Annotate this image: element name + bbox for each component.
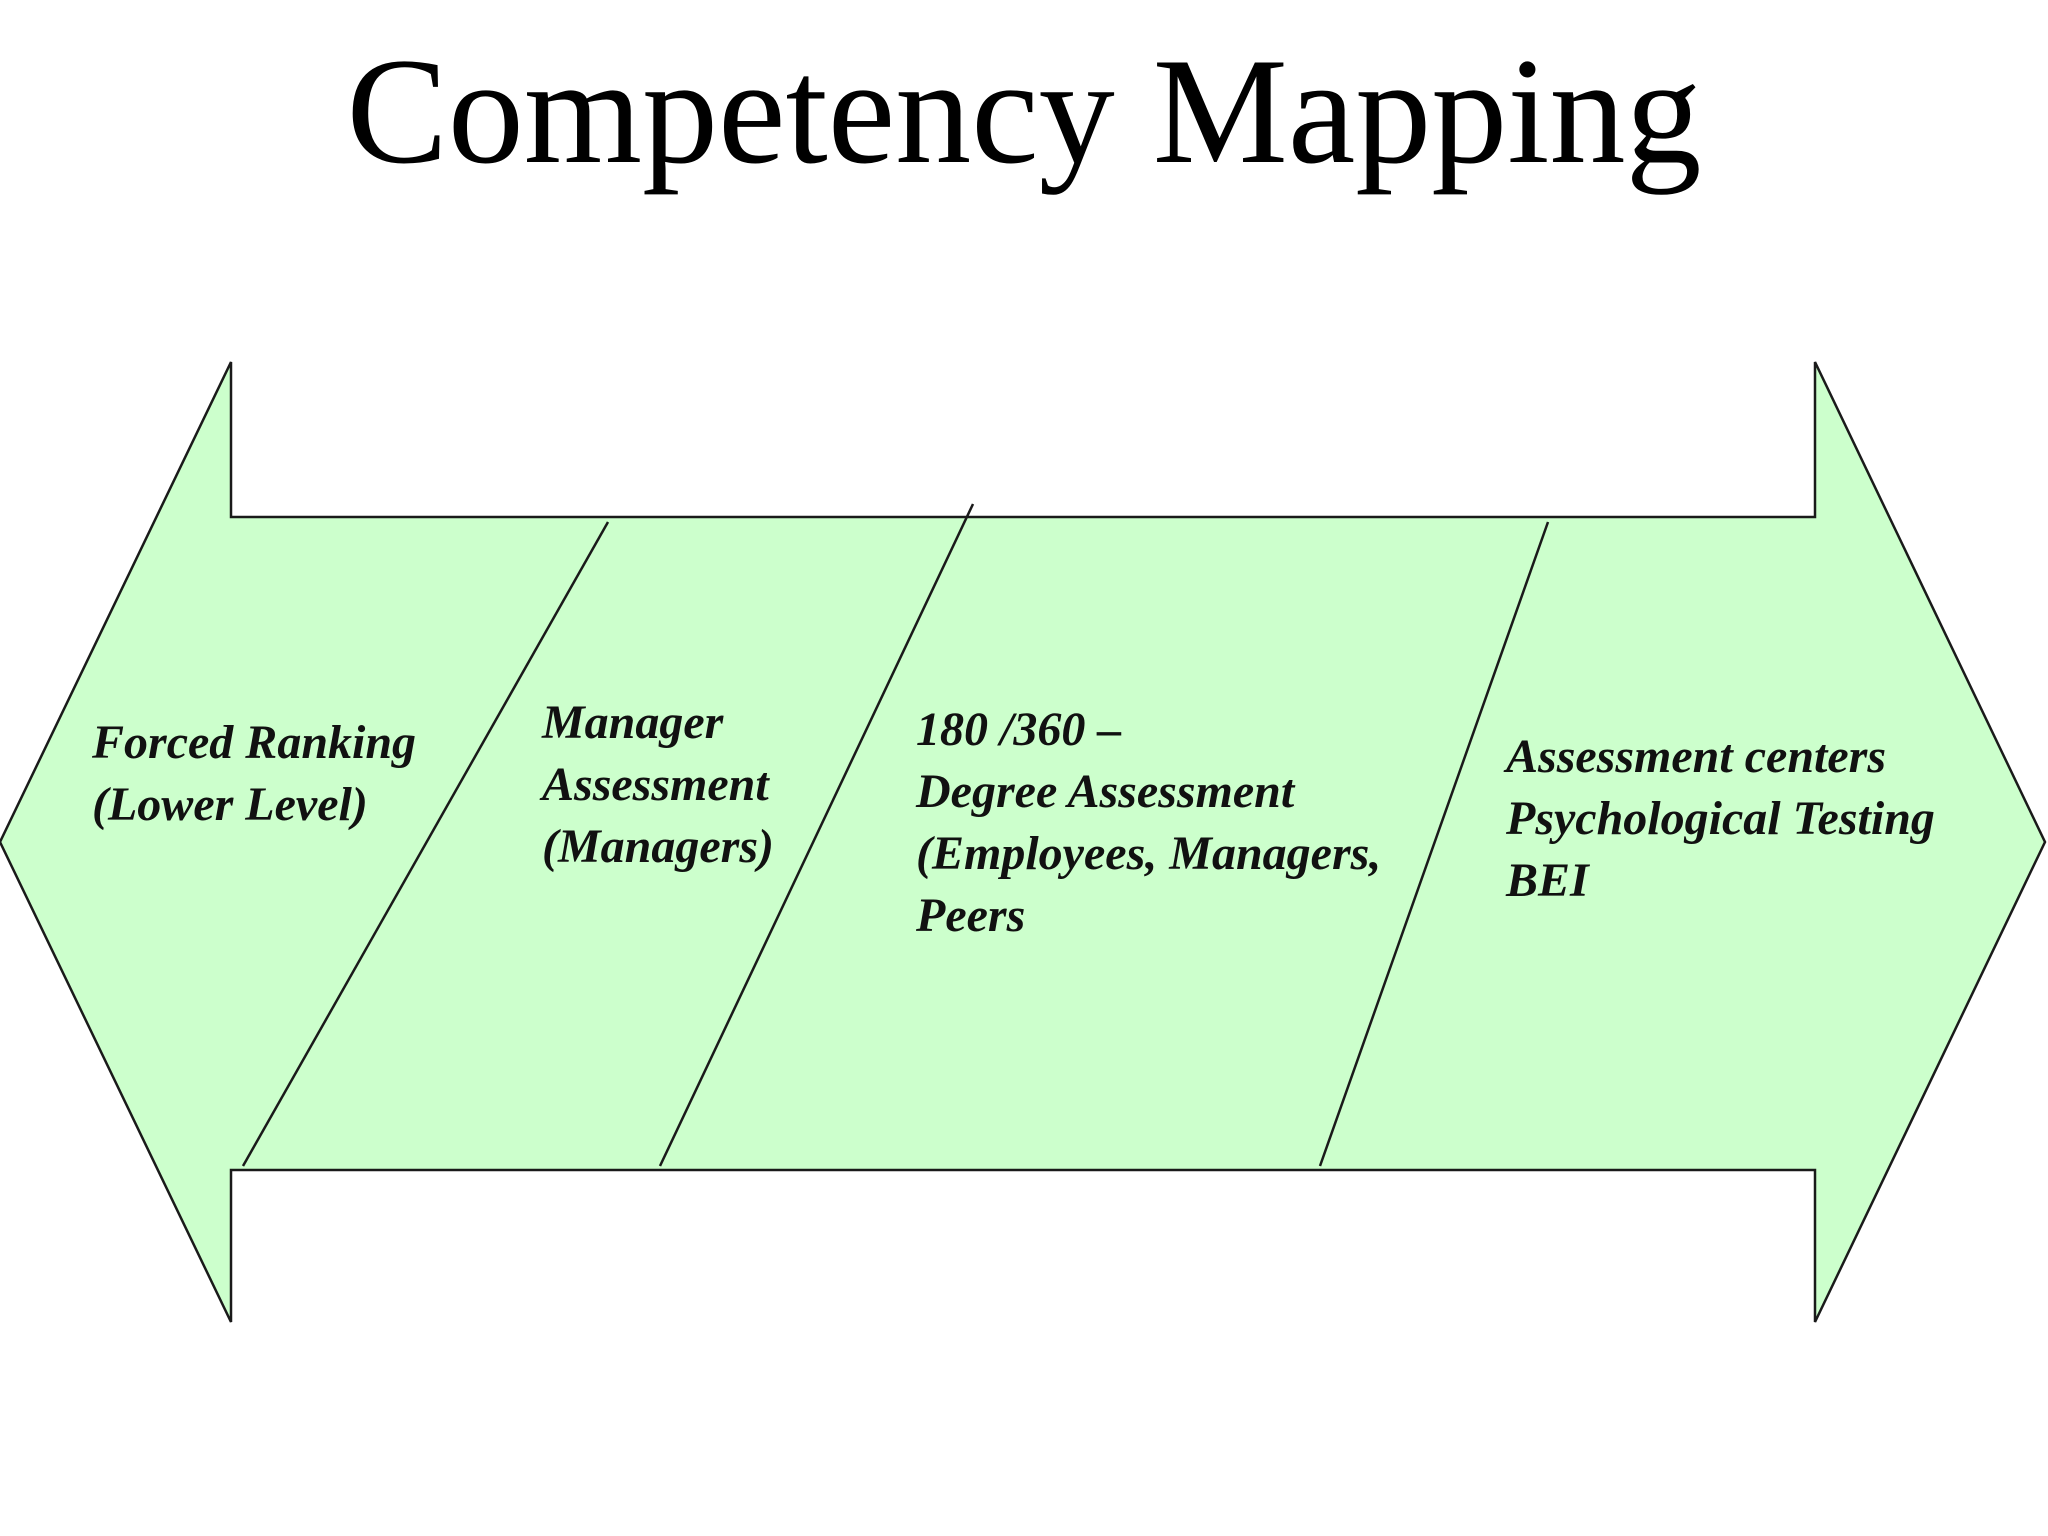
segment-divider-2 bbox=[658, 503, 975, 1167]
segment-line: Psychological Testing bbox=[1506, 792, 1935, 845]
segment-line: (Managers) bbox=[542, 820, 775, 873]
segment-divider-3 bbox=[1318, 521, 1550, 1167]
segment-degree-assessment: 180 /360 – Degree Assessment (Employees,… bbox=[916, 699, 1381, 947]
double-headed-arrow bbox=[0, 361, 2047, 1323]
segment-assessment-centers: Assessment centers Psychological Testing… bbox=[1506, 726, 1935, 912]
segment-line: Peers bbox=[916, 889, 1026, 942]
segment-line: BEI bbox=[1506, 854, 1589, 907]
segment-line: Forced Ranking bbox=[92, 716, 417, 769]
segment-line: Assessment bbox=[542, 758, 769, 811]
segment-line: (Employees, Managers, bbox=[916, 827, 1382, 880]
segment-line: Degree Assessment bbox=[916, 765, 1295, 818]
segment-line: Manager bbox=[542, 696, 724, 749]
page-title: Competency Mapping bbox=[346, 27, 1702, 195]
segment-forced-ranking: Forced Ranking (Lower Level) bbox=[92, 712, 416, 836]
segment-line: (Lower Level) bbox=[92, 778, 368, 831]
segment-line: 180 /360 – bbox=[916, 703, 1122, 756]
segment-line: Assessment centers bbox=[1506, 730, 1887, 783]
segment-divider-1 bbox=[241, 521, 610, 1167]
segment-manager-assessment: Manager Assessment (Managers) bbox=[542, 692, 774, 878]
